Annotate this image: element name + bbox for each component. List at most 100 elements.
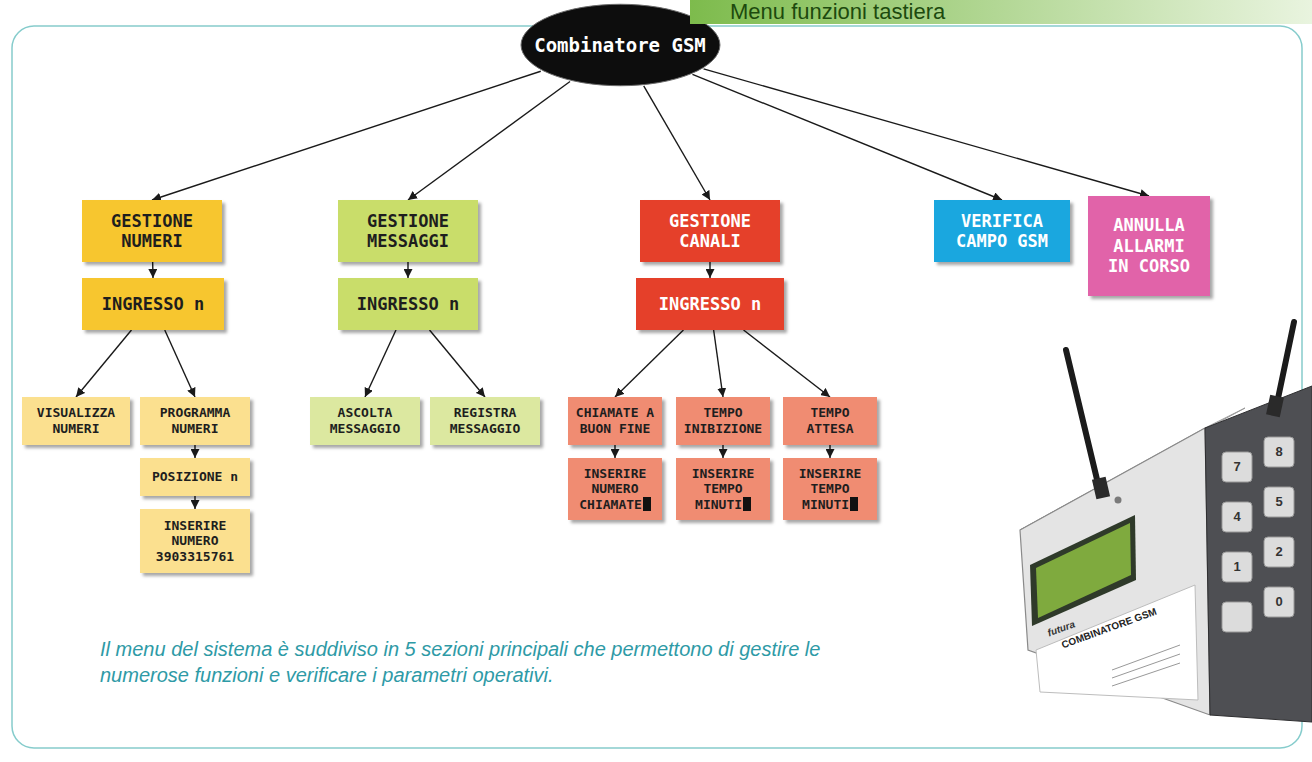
key [1222,452,1252,482]
device-label: futura [1046,618,1076,638]
key [1222,602,1252,632]
function-box: ASCOLTA MESSAGGIO [310,397,420,445]
antenna [1276,322,1294,408]
menu-box: VERIFICA CAMPO GSM [934,200,1070,262]
text-line: INGRESSO n [659,294,761,314]
node-label: INSERIRE TEMPO MINUTI [799,466,862,512]
device-keypad-panel [1205,386,1312,722]
node-label: INSERIRE NUMERO 3903315761 [156,518,234,564]
connector-arrow [709,262,710,278]
node-label: GESTIONE CANALI [669,211,751,251]
node-label: TEMPO INIBIZIONE [684,405,762,436]
cursor-block [743,497,751,511]
plate-line [1112,663,1180,686]
cursor-block [850,497,858,511]
key-label: 8 [1264,437,1294,467]
text-line: REGISTRA MESSAGGIO [434,405,536,436]
text-line: INGRESSO n [102,294,204,314]
input-box: INGRESSO n [82,278,224,330]
connector-arrow [152,71,541,200]
key [1222,552,1252,582]
node-label: INGRESSO n [102,294,204,314]
key [1264,487,1294,517]
text-line: GESTIONE CANALI [648,211,772,252]
function-box: TEMPO ATTESA [783,397,877,445]
connector-arrow [614,445,615,458]
text-line: VERIFICA CAMPO GSM [942,211,1062,252]
entry-box: INSERIRE NUMERO 3903315761 [140,509,250,573]
node-label: PROGRAMMA NUMERI [160,405,230,436]
text-line: GESTIONE MESSAGGI [346,211,470,252]
node-label: INSERIRE NUMERO CHIAMATE [579,466,646,512]
menu-box: GESTIONE CANALI [640,200,780,262]
key-label: 4 [1222,502,1252,532]
function-box: REGISTRA MESSAGGIO [430,397,540,445]
connector-arrow [365,330,396,397]
key-label: 1 [1222,552,1252,582]
entry-box: INSERIRE TEMPO MINUTI [783,458,877,520]
antenna [1066,350,1100,492]
node-label: INGRESSO n [357,294,459,314]
text-line: TEMPO INIBIZIONE [681,405,765,436]
key [1222,502,1252,532]
connector-arrow [194,496,195,509]
input-box: INGRESSO n [338,278,478,330]
text-line: GESTIONE NUMERI [90,211,214,252]
key-label: 2 [1264,537,1294,567]
connector-arrow [152,262,154,278]
key-label: 5 [1264,487,1294,517]
node-label: GESTIONE MESSAGGI [367,211,449,251]
text-line: INSERIRE NUMERO CHIAMATE [573,466,657,513]
key [1264,537,1294,567]
connector-arrow [407,262,408,278]
menu-box: GESTIONE MESSAGGI [338,200,478,262]
text-line: ASCOLTA MESSAGGIO [314,405,416,436]
caption: Il menu del sistema è suddiviso in 5 sez… [100,636,900,688]
node-label: VERIFICA CAMPO GSM [956,211,1048,251]
node-label: REGISTRA MESSAGGIO [450,405,520,436]
connector-arrow [644,86,710,200]
key-label: 0 [1264,587,1294,617]
text-line: CHIAMATE A BUON FINE [573,405,657,436]
text-line: INSERIRE TEMPO MINUTI [788,466,872,513]
node-label: INGRESSO n [659,294,761,314]
text-line: PROGRAMMA NUMERI [144,405,246,436]
node-label: VISUALIZZA NUMERI [37,405,115,436]
connector-arrow [714,330,723,397]
connector-arrow [744,330,830,397]
entry-box: INSERIRE TEMPO MINUTI [676,458,770,520]
text-line: INSERIRE TEMPO MINUTI [681,466,765,513]
device-label-plate [1036,585,1198,700]
device-label: COMBINATORE GSM [1060,606,1158,651]
function-box: PROGRAMMA NUMERI [140,397,250,445]
menu-box: GESTIONE NUMERI [82,200,222,262]
antenna-base [1266,395,1284,417]
device-illustration [1020,322,1312,722]
device-led [1115,497,1122,504]
connector-arrow [615,330,683,397]
node-label: ASCOLTA MESSAGGIO [330,405,400,436]
function-box: VISUALIZZA NUMERI [22,397,130,445]
node-label: ANNULLA ALLARMI IN CORSO [1108,215,1190,276]
menu-box: ANNULLA ALLARMI IN CORSO [1088,196,1210,296]
node-label: Combinatore GSM [534,34,706,56]
input-box: INGRESSO n [636,278,784,330]
cursor-block [643,497,651,511]
text-line: VISUALIZZA NUMERI [26,405,126,436]
connector-arrow [165,330,195,397]
connector-arrow [692,74,1002,200]
page-title: Menu funzioni tastiera [730,0,945,24]
node-label: GESTIONE NUMERI [111,211,193,251]
key [1264,587,1294,617]
antenna-base [1092,477,1110,500]
lcd-display [1036,523,1131,618]
caption-text: Il menu del sistema è suddiviso in 5 sez… [100,638,820,686]
text-line: INGRESSO n [357,294,459,314]
connector-arrow [829,445,830,458]
node-label: POSIZIONE n [152,469,238,484]
text-line: ANNULLA ALLARMI IN CORSO [1100,215,1198,276]
key [1264,437,1294,467]
function-box: CHIAMATE A BUON FINE [568,397,662,445]
text-line: POSIZIONE n [152,469,238,485]
connector-arrow [76,330,131,397]
